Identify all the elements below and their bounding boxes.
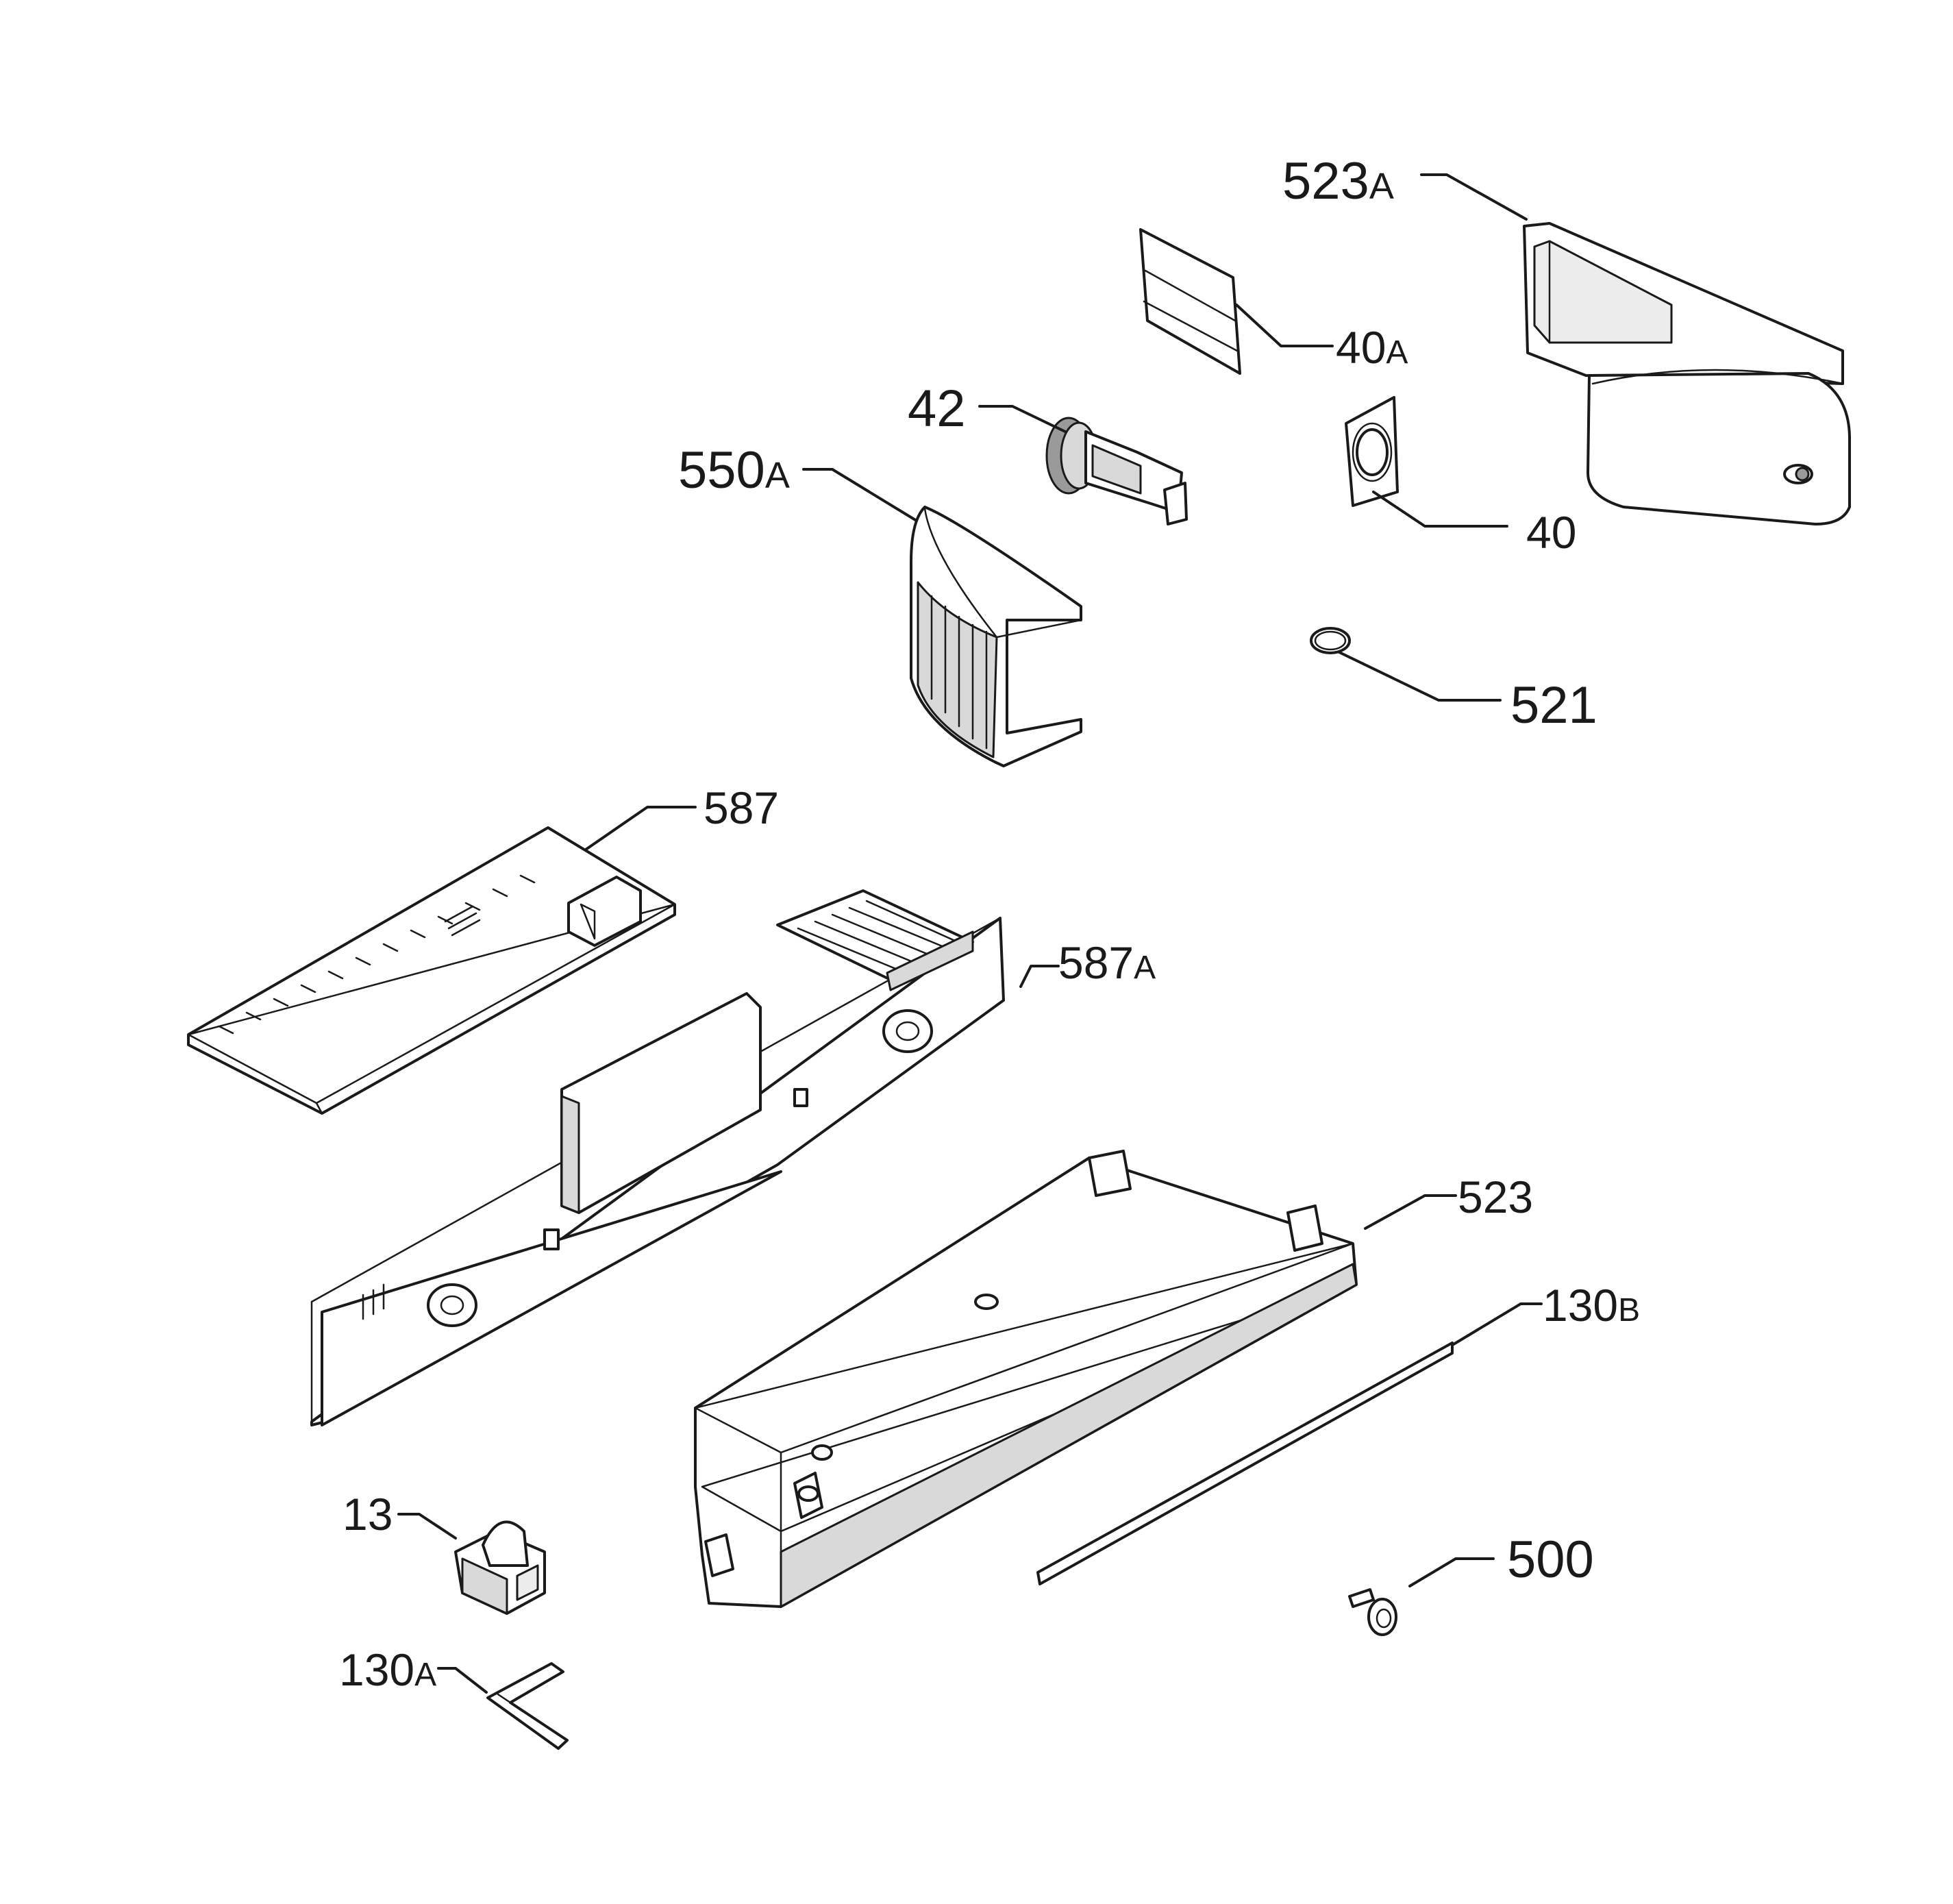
part-130B-rod <box>1036 1342 1454 1585</box>
part-587A-panel <box>310 889 1005 1426</box>
label-587A: 587A <box>1058 937 1156 988</box>
label-40: 40 <box>1526 507 1576 558</box>
label-523: 523 <box>1458 1172 1533 1222</box>
part-40-gasket <box>1345 396 1399 507</box>
leader-lines <box>397 173 1543 1694</box>
label-13: 13 <box>343 1489 393 1540</box>
part-523-housing <box>694 1150 1358 1608</box>
part-523A-end-cap <box>1523 222 1851 526</box>
label-500: 500 <box>1507 1531 1594 1589</box>
part-500-screw <box>1348 1588 1397 1636</box>
part-42-socket <box>1045 417 1188 526</box>
label-130A: 130A <box>339 1644 436 1695</box>
label-521: 521 <box>1510 676 1597 734</box>
label-550A: 550A <box>678 441 790 499</box>
part-40A-clip <box>1139 228 1241 375</box>
label-40A: 40A <box>1336 322 1408 373</box>
part-521-o-ring <box>1310 627 1351 654</box>
label-587: 587 <box>704 782 779 833</box>
part-130A-bracket <box>486 1662 569 1750</box>
label-523A: 523A <box>1282 152 1394 210</box>
label-42: 42 <box>908 380 966 438</box>
part-587-board <box>187 826 676 1115</box>
part-550A-bezel <box>910 506 1082 767</box>
part-13-switch <box>454 1520 546 1615</box>
label-130B: 130B <box>1543 1280 1640 1331</box>
